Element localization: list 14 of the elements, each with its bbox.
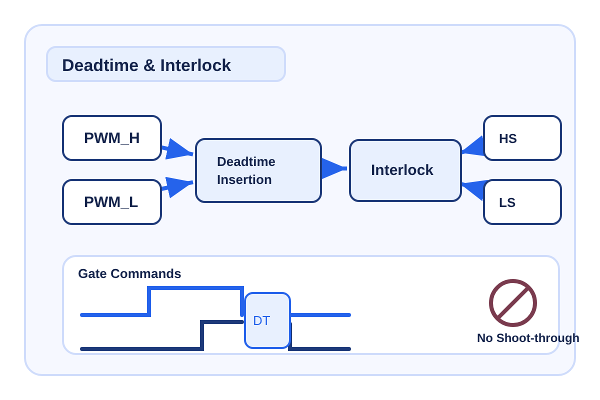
- panel-title: Deadtime & Interlock: [46, 46, 286, 82]
- input-box: PWM_H: [62, 115, 162, 161]
- arrow: [160, 138, 194, 160]
- caption-label: No Shoot-through: [477, 331, 580, 345]
- output-box: LS: [483, 179, 562, 225]
- output-box: HS: [483, 115, 562, 161]
- input-box: PWM_L: [62, 179, 162, 225]
- panel-heading: Gate Commands: [78, 266, 182, 281]
- process-box: Deadtime Insertion: [195, 138, 322, 203]
- arrow: [160, 176, 194, 198]
- process-box: Interlock: [349, 139, 462, 202]
- deadtime-box: DT: [244, 292, 291, 349]
- arrow: [320, 158, 347, 180]
- arrow: [459, 180, 488, 202]
